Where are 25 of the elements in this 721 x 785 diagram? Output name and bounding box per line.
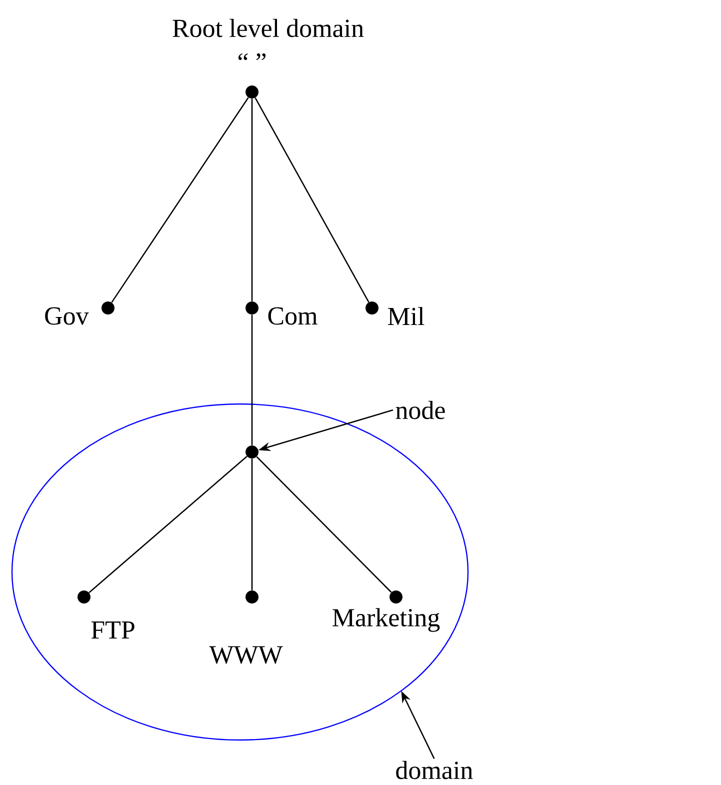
tree-node: Root level domain “ ” — [172, 18, 364, 98]
node-label: Gov — [45, 307, 89, 325]
tree-node: WWW — [209, 590, 283, 664]
node-label: Marketing — [332, 608, 440, 632]
node-dot — [246, 446, 258, 458]
tree-branch — [251, 458, 253, 590]
node-label: Mil — [388, 306, 424, 326]
node-label: “ ” — [238, 53, 266, 60]
tree-branch — [256, 456, 392, 593]
callout-label: node — [396, 400, 445, 420]
tree-branch — [251, 314, 253, 446]
node-label: FTP — [91, 621, 134, 639]
node-label: WWW — [209, 646, 283, 664]
tree-node: Mil — [366, 302, 424, 326]
tree-branch — [111, 97, 249, 303]
tree-node: Marketing — [332, 590, 440, 632]
tree-branch — [254, 98, 370, 302]
tree-node: Com — [246, 302, 318, 325]
node-label: Root level domain — [172, 18, 364, 38]
tree-node: FTP — [78, 590, 134, 639]
tree-node: Gov — [45, 302, 114, 325]
callout-label: domain — [396, 760, 473, 780]
tree-branch — [88, 456, 248, 594]
tree-branch — [251, 98, 253, 302]
node-label: Com — [268, 307, 318, 325]
